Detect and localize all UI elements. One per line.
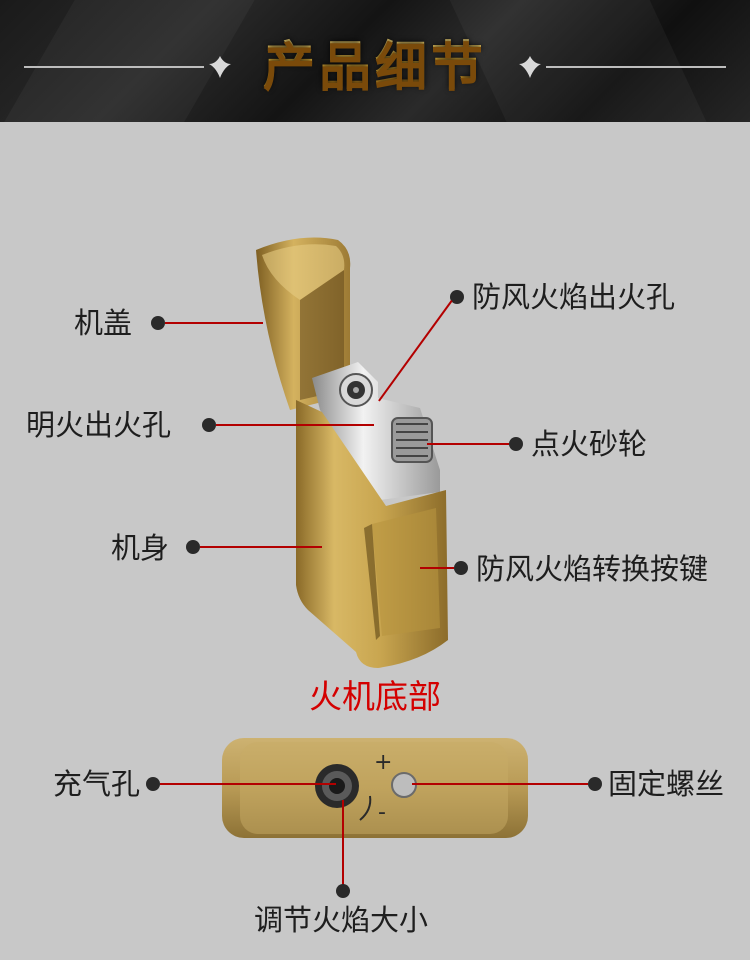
callout-body-dot bbox=[186, 540, 200, 554]
callout-flame-hole-label: 明火出火孔 bbox=[26, 408, 172, 442]
callout-flint-wheel-label: 点火砂轮 bbox=[531, 427, 648, 461]
minus-mark: - bbox=[378, 800, 386, 825]
callout-refill-hole-dot bbox=[146, 777, 160, 791]
callout-flame-hole-dot bbox=[202, 418, 216, 432]
callout-flint-wheel-leader bbox=[427, 443, 509, 445]
lighter-lid bbox=[256, 237, 351, 410]
callout-flame-hole-leader bbox=[216, 424, 374, 426]
callout-lid-dot bbox=[151, 316, 165, 330]
lighter-bottom bbox=[222, 738, 528, 838]
callout-lid-label: 机盖 bbox=[74, 306, 133, 340]
callout-lid-leader bbox=[165, 322, 263, 324]
callout-adjust-label: 调节火焰大小 bbox=[254, 903, 429, 937]
callout-adjust-leader bbox=[342, 800, 344, 886]
right-fleur-ornament-icon bbox=[519, 56, 541, 78]
callout-screw-leader bbox=[412, 783, 588, 785]
page-title: 产品细节 bbox=[0, 24, 750, 99]
callout-screw-dot bbox=[588, 777, 602, 791]
chrome-insert bbox=[312, 362, 440, 500]
callout-adjust-dot bbox=[336, 884, 350, 898]
header-left-line bbox=[24, 66, 204, 68]
callout-windproof-hole-label: 防风火焰出火孔 bbox=[472, 280, 676, 314]
lighter-body bbox=[296, 400, 448, 668]
callout-switch-button-label: 防风火焰转换按键 bbox=[476, 552, 709, 586]
callout-flint-wheel-dot bbox=[509, 437, 523, 451]
header-banner: 产品细节 bbox=[0, 0, 750, 122]
callout-body-label: 机身 bbox=[111, 531, 170, 565]
callout-refill-hole-leader bbox=[160, 783, 336, 785]
callout-windproof-hole-dot bbox=[450, 290, 464, 304]
callout-switch-button-dot bbox=[454, 561, 468, 575]
callout-screw-label: 固定螺丝 bbox=[608, 767, 725, 801]
left-fleur-ornament-icon bbox=[209, 56, 231, 78]
header-right-line bbox=[546, 66, 726, 68]
callout-body-leader bbox=[200, 546, 322, 548]
bottom-section-title: 火机底部 bbox=[309, 677, 441, 716]
callout-refill-hole-label: 充气孔 bbox=[53, 767, 141, 801]
plus-mark: + bbox=[374, 750, 393, 775]
callout-switch-button-leader bbox=[420, 567, 454, 569]
